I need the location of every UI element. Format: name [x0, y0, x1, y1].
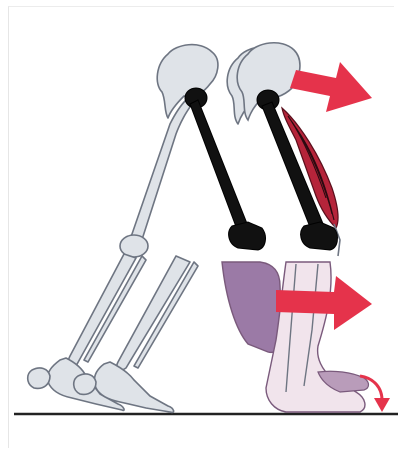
back-heel-bone [28, 368, 50, 388]
middle-knee-cap [229, 222, 266, 250]
middle-leg-femur-highlight [185, 88, 265, 250]
front-leg-femur-highlight [257, 90, 337, 250]
back-femur-bone [128, 100, 192, 252]
foot-rotation-arrowhead [374, 398, 390, 412]
front-knee-cap [301, 222, 338, 250]
hip-forward-arrow [290, 62, 372, 112]
middle-heel-bone [74, 374, 96, 394]
front-shin-shading [222, 262, 282, 352]
